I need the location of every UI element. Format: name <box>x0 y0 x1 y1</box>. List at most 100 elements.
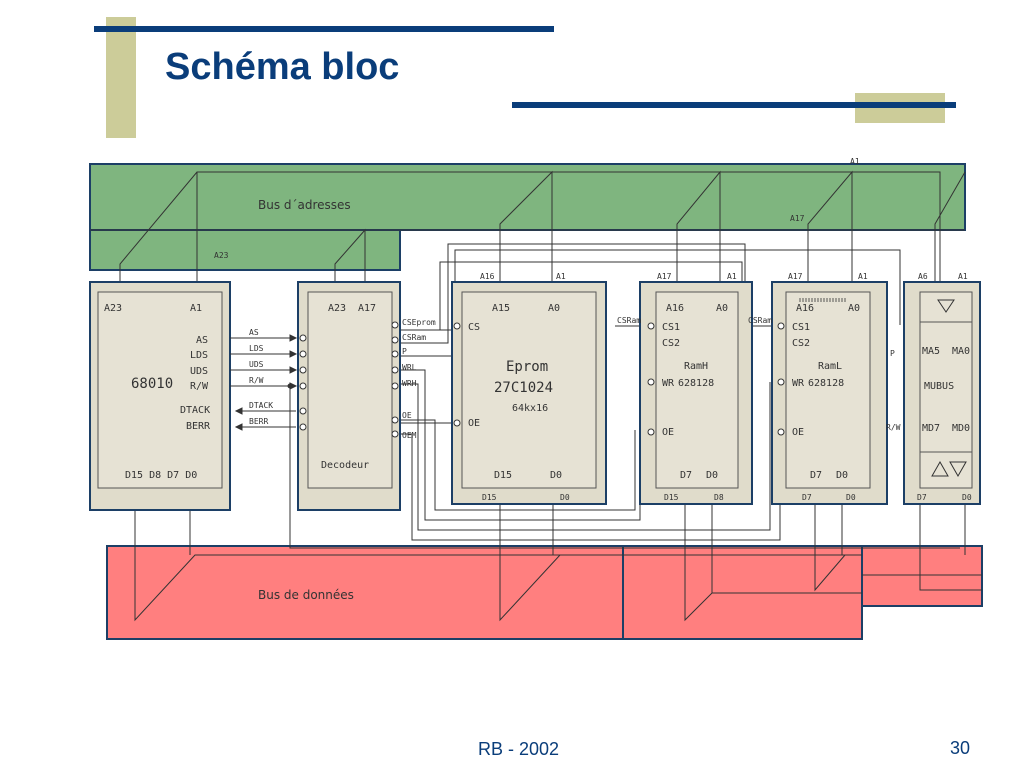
raml-tag-a1: A1 <box>858 272 868 281</box>
data-bus-lines <box>134 502 982 622</box>
cpu-decoder-signals <box>230 334 298 431</box>
eprom-pin-a0: A0 <box>548 303 560 314</box>
ramh-pin-wr: WR <box>662 378 675 389</box>
decoder-pin-a17: A17 <box>358 303 376 314</box>
mubus-pin-ma0: MA0 <box>952 346 970 357</box>
ramh-pin-d7: D7 <box>680 470 692 481</box>
cpu-pin-uds: UDS <box>190 366 208 377</box>
cpu-pin-a1: A1 <box>190 303 202 314</box>
mubus-bot-d0: D0 <box>962 493 972 502</box>
accent-vertical-bar <box>106 17 136 138</box>
eprom-pin-d0: D0 <box>550 470 562 481</box>
decoder-out-wrl: WRL <box>402 363 417 372</box>
raml-name: RamL <box>818 361 842 372</box>
accent-small-box <box>855 93 945 123</box>
cpu-pin-rw: R/W <box>190 381 209 392</box>
decoder-out-csram: CSRam <box>402 333 426 342</box>
page-number: 30 <box>950 738 971 758</box>
address-bus-label: Bus d´adresses <box>258 198 351 212</box>
decoder-out-oem: OEM <box>402 431 417 440</box>
ramh-tag-a17: A17 <box>657 272 672 281</box>
decoder-pin-a23: A23 <box>328 303 346 314</box>
ramh-pin-a0: A0 <box>716 303 728 314</box>
raml-pin-d0: D0 <box>836 470 848 481</box>
raml-pin-a0: A0 <box>848 303 860 314</box>
decoder: A23 A17 Decodeur CSEprom CSRam P WRL WRH… <box>297 281 436 511</box>
eprom-pin-d15: D15 <box>494 470 512 481</box>
eprom-pin-oe: OE <box>468 418 480 429</box>
ramh-pin-a16: A16 <box>666 303 684 314</box>
decoder-out-cseprom: CSEprom <box>402 318 436 327</box>
raml-pin-oe: OE <box>792 427 804 438</box>
footer-text: RB - 2002 <box>478 739 560 759</box>
sig-as: AS <box>249 328 259 337</box>
mubus-tag-a1: A1 <box>958 272 968 281</box>
raml-pin-d7: D7 <box>810 470 822 481</box>
ramh-pin-cs1: CS1 <box>662 322 680 333</box>
raml-pin-cs2: CS2 <box>792 338 810 349</box>
raml-csram: CSRam <box>748 316 772 325</box>
cpu-pin-lds: LDS <box>190 350 208 361</box>
mubus-bot-d7: D7 <box>917 493 927 502</box>
mubus-pin-ma5: MA5 <box>922 346 940 357</box>
slide-title: Schéma bloc <box>165 46 400 88</box>
cpu-pin-a23: A23 <box>104 303 122 314</box>
ram-high: A17 A1 A16 A0 CSRam CS1 CS2 RamH WR 6281… <box>617 272 753 505</box>
raml-part: 628128 <box>808 378 844 389</box>
cpu-name: 68010 <box>131 376 173 392</box>
sig-rw: R/W <box>249 376 264 385</box>
decoder-out-p: P <box>402 347 407 356</box>
raml-bot-d7: D7 <box>802 493 812 502</box>
mubus-pin-md7: MD7 <box>922 423 940 434</box>
eprom-name: Eprom <box>506 359 548 375</box>
eprom-part: 27C1024 <box>494 380 553 396</box>
ramh-pin-cs2: CS2 <box>662 338 680 349</box>
mubus-pin-md0: MD0 <box>952 423 970 434</box>
ram-low: A17 A1 A16 A0 CSRam CS1 CS2 RamL WR 6281… <box>748 272 888 505</box>
top-rule <box>94 26 554 32</box>
ramh-name: RamH <box>684 361 708 372</box>
mubus-name: MUBUS <box>924 381 954 392</box>
cpu-pin-dtack: DTACK <box>180 405 210 416</box>
ramh-pin-oe: OE <box>662 427 674 438</box>
sig-uds: UDS <box>249 360 264 369</box>
control-wiring <box>289 243 960 549</box>
raml-tag-a17: A17 <box>788 272 803 281</box>
eprom-tag-a1: A1 <box>556 272 566 281</box>
sig-dtack: DTACK <box>249 401 273 410</box>
raml-pin-a16: A16 <box>796 303 814 314</box>
mubus-sig-p: P <box>890 349 895 358</box>
ramh-part: 628128 <box>678 378 714 389</box>
raml-pin-cs1: CS1 <box>792 322 810 333</box>
sig-berr: BERR <box>249 417 268 426</box>
cpu-pin-berr: BERR <box>186 421 211 432</box>
data-bus-label: Bus de données <box>258 588 354 602</box>
sig-lds: LDS <box>249 344 264 353</box>
ramh-csram: CSRam <box>617 316 641 325</box>
decoder-out-oe: OE <box>402 411 412 420</box>
cpu-68010: A23 A1 AS LDS UDS R/W 68010 DTACK BERR D… <box>89 281 231 511</box>
eprom-bot-d0: D0 <box>560 493 570 502</box>
ramh-tag-a1: A1 <box>727 272 737 281</box>
eprom-tag-a16: A16 <box>480 272 495 281</box>
mid-rule <box>512 102 956 108</box>
address-bus-lines <box>90 170 966 282</box>
mubus-sig-rw: R/W <box>886 423 901 432</box>
bus-tag-a17: A17 <box>790 214 805 223</box>
cpu-pin-as: AS <box>196 335 208 346</box>
raml-pin-wr: WR <box>792 378 805 389</box>
bus-tag-a1: A1 <box>850 157 860 166</box>
mubus: A6 A1 MA5 MA0 MUBUS MD7 MD0 D7 D0 P R/W <box>886 272 981 505</box>
mubus-tag-a6: A6 <box>918 272 928 281</box>
raml-address-ticks <box>799 298 846 302</box>
cpu-pin-data: D15 D8 D7 D0 <box>125 470 197 481</box>
bus-tag-a23: A23 <box>214 251 229 260</box>
ramh-bot-d8: D8 <box>714 493 724 502</box>
eprom-size: 64kx16 <box>512 403 548 414</box>
eprom-pin-a15: A15 <box>492 303 510 314</box>
raml-bot-d0: D0 <box>846 493 856 502</box>
decoder-out-wrh: WRH <box>402 379 417 388</box>
eprom-bot-d15: D15 <box>482 493 497 502</box>
ramh-pin-d0: D0 <box>706 470 718 481</box>
